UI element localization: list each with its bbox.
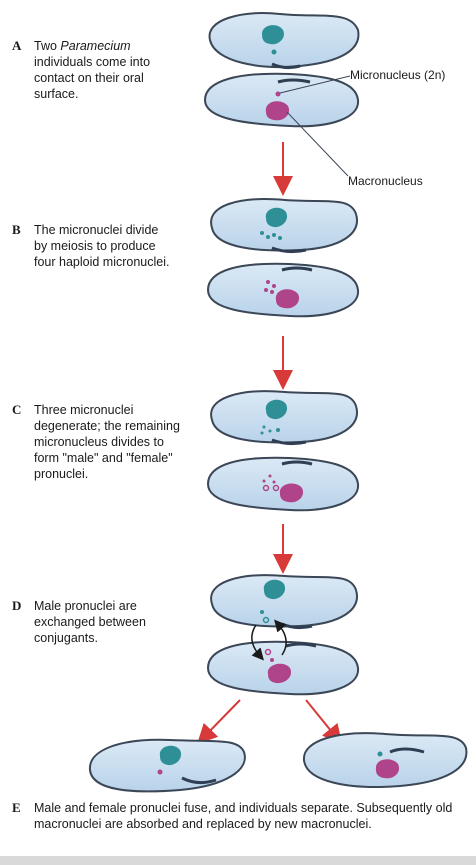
step-letter: D (12, 598, 21, 614)
micronucleus (266, 235, 270, 239)
step-letter: B (12, 222, 21, 238)
cell-upper (210, 13, 359, 67)
step-letter: E (12, 800, 21, 816)
step-e-text: Male and female pronuclei fuse, and indi… (34, 800, 467, 832)
stage-d-cells (208, 575, 358, 694)
micronucleus (269, 475, 272, 478)
micronucleus (263, 480, 266, 483)
micronucleus (260, 231, 264, 235)
step-d-text: Male pronuclei are exchanged between con… (34, 598, 187, 646)
micronucleus (276, 92, 281, 97)
step-b-caption: B The micronuclei divide by meiosis to p… (12, 222, 172, 270)
micronucleus (260, 610, 264, 614)
micronucleus (272, 284, 276, 288)
micronucleus (278, 236, 282, 240)
micronucleus (270, 658, 274, 662)
step-d-caption: D Male pronuclei are exchanged between c… (12, 598, 187, 646)
bottom-bar (0, 856, 476, 865)
cell-upper (211, 391, 357, 442)
stage-c-cells (208, 391, 358, 510)
micronucleus (266, 280, 270, 284)
stage-e-right-cell (304, 733, 467, 787)
step-c-caption: C Three micronuclei degenerate; the rema… (12, 402, 180, 482)
micronucleus (264, 288, 268, 292)
cell-upper (211, 199, 357, 250)
step-letter: C (12, 402, 21, 418)
micronucleus (261, 432, 264, 435)
stage-b-cells (208, 199, 358, 316)
step-letter: A (12, 38, 21, 54)
stage-a-cells (205, 13, 358, 176)
micronucleus (263, 426, 266, 429)
step-b-text: The micronuclei divide by meiosis to pro… (34, 222, 172, 270)
arrow-d-left (204, 700, 240, 737)
micronucleus (158, 770, 163, 775)
micronucleus (276, 428, 280, 432)
micronucleus (378, 752, 383, 757)
cell-upper (211, 575, 357, 626)
micronucleus (270, 290, 274, 294)
arrow-d-right (306, 700, 336, 737)
cell-lower (208, 458, 358, 511)
step-c-text: Three micronuclei degenerate; the remain… (34, 402, 180, 482)
micronucleus-label: Micronucleus (2n) (350, 68, 445, 82)
step-e-caption: E Male and female pronuclei fuse, and in… (12, 800, 467, 832)
stage-e-left-cell (90, 740, 245, 792)
step-a-text: Two Paramecium individuals come into con… (34, 38, 187, 102)
micronucleus (272, 50, 277, 55)
macronucleus-label: Macronucleus (348, 174, 423, 188)
micronucleus (273, 481, 276, 484)
step-a-caption: A Two Paramecium individuals come into c… (12, 38, 187, 102)
micronucleus (272, 233, 276, 237)
micronucleus (269, 430, 272, 433)
